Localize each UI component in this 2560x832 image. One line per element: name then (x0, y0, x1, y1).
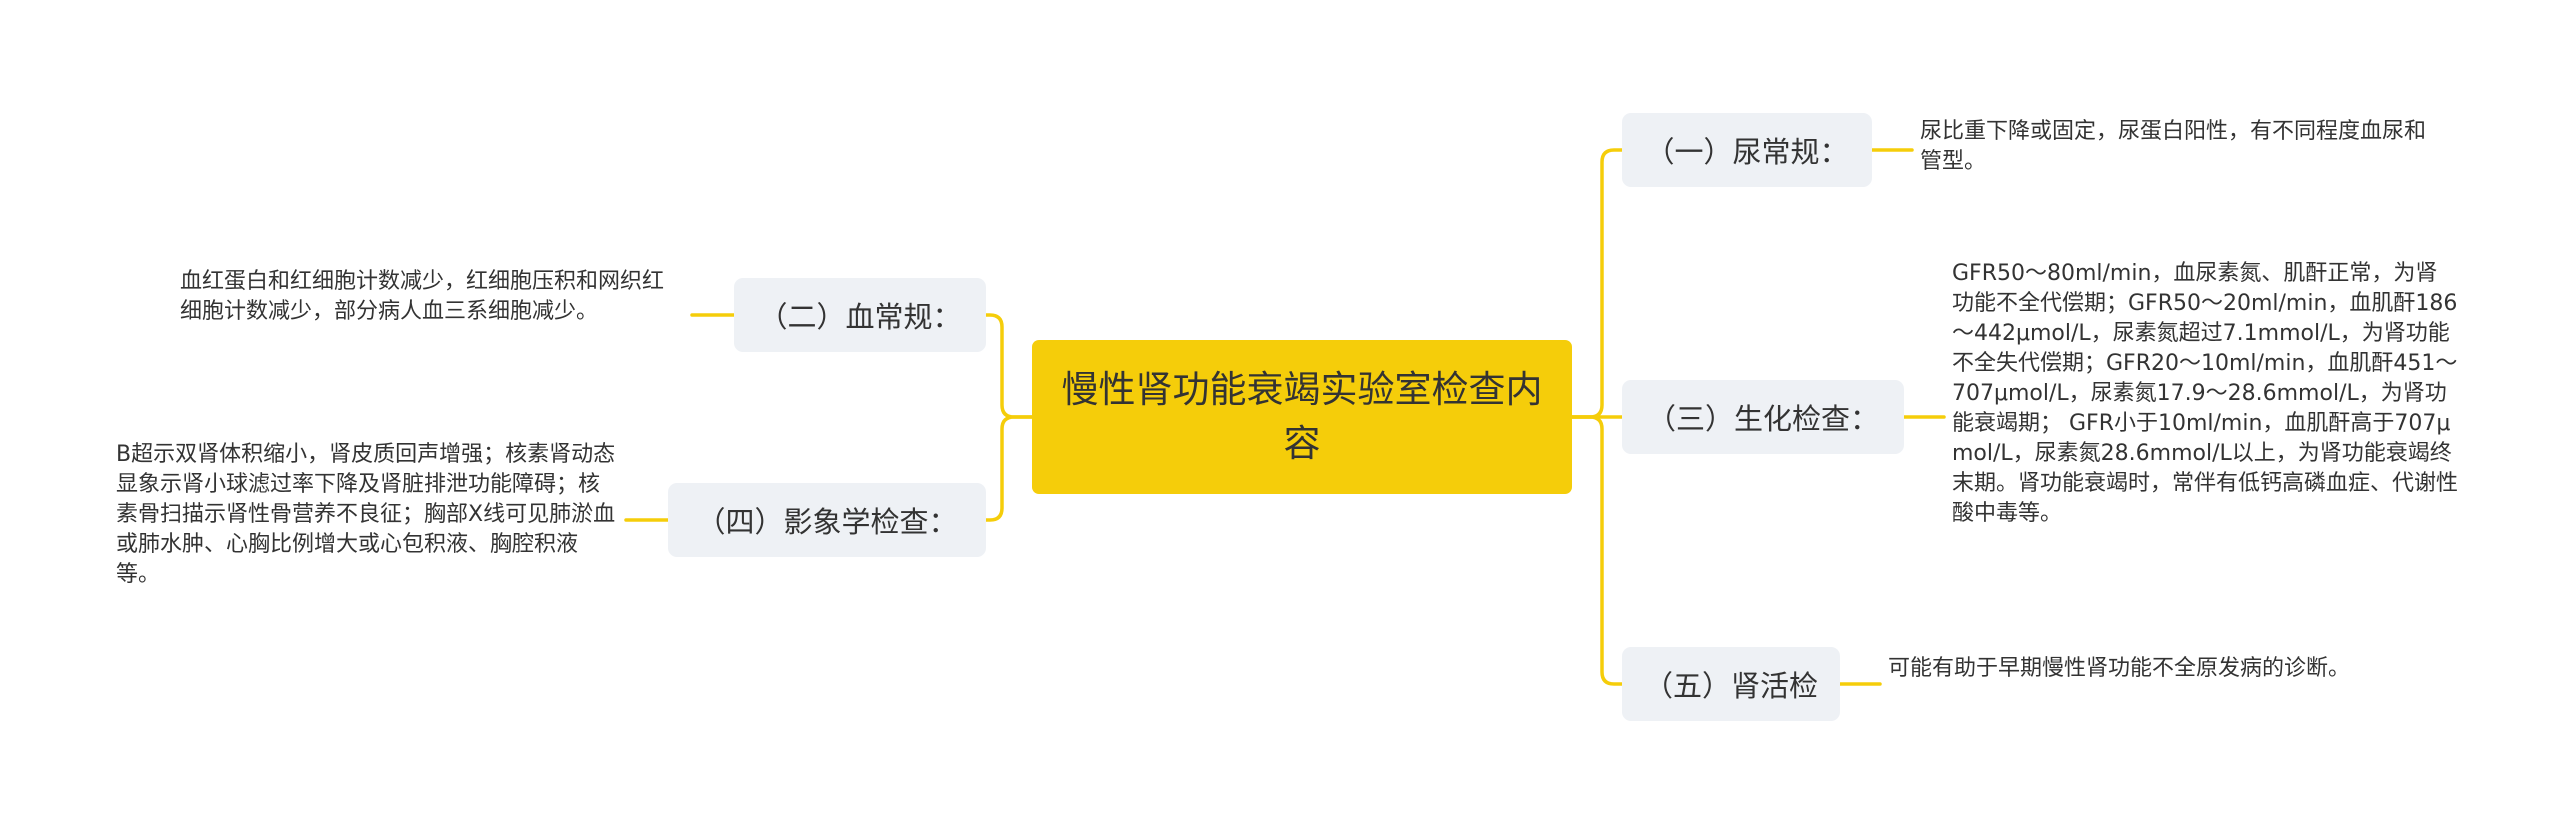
branch-imaging-label: （四）影象学检查： (696, 505, 958, 539)
root-title: 慢性肾功能衰竭实验室检查内容 (1061, 368, 1543, 465)
branch-renal-biopsy[interactable]: （五）肾活检 (1622, 647, 1840, 721)
link-root-niao (1570, 148, 1624, 419)
detail-imaging: B超示双肾体积缩小，肾皮质回声增强；核素肾动态显象示肾小球滤过率下降及肾脏排泄功… (116, 442, 616, 587)
root-topic[interactable]: 慢性肾功能衰竭实验室检查内容 (1032, 340, 1572, 494)
branch-biochemistry-label: （三）生化检查： (1646, 402, 1879, 436)
detail-renal-biopsy: 可能有助于早期慢性肾功能不全原发病的诊断。 (1888, 656, 2351, 681)
branch-biochemistry[interactable]: （三）生化检查： (1622, 380, 1904, 454)
branch-urine-routine[interactable]: （一）尿常规： (1622, 113, 1872, 187)
link-root-yingxiang (984, 415, 1034, 522)
branch-blood-routine[interactable]: （二）血常规： (734, 278, 986, 352)
link-root-shenhuo (1570, 415, 1624, 686)
branch-renal-biopsy-label: （五）肾活检 (1643, 669, 1818, 703)
link-root-xue (984, 313, 1034, 419)
branch-urine-routine-label: （一）尿常规： (1645, 135, 1849, 169)
detail-urine-routine: 尿比重下降或固定，尿蛋白阳性，有不同程度血尿和管型。 (1920, 119, 2427, 174)
detail-blood-routine: 血红蛋白和红细胞计数减少，红细胞压积和网织红细胞计数减少，部分病人血三系细胞减少… (180, 269, 665, 324)
branch-blood-routine-label: （二）血常规： (758, 300, 962, 334)
detail-biochemistry: GFR50～80ml/min，血尿素氮、肌酐正常，为肾功能不全代偿期；GFR50… (1952, 261, 2459, 526)
branch-imaging[interactable]: （四）影象学检查： (668, 483, 986, 557)
